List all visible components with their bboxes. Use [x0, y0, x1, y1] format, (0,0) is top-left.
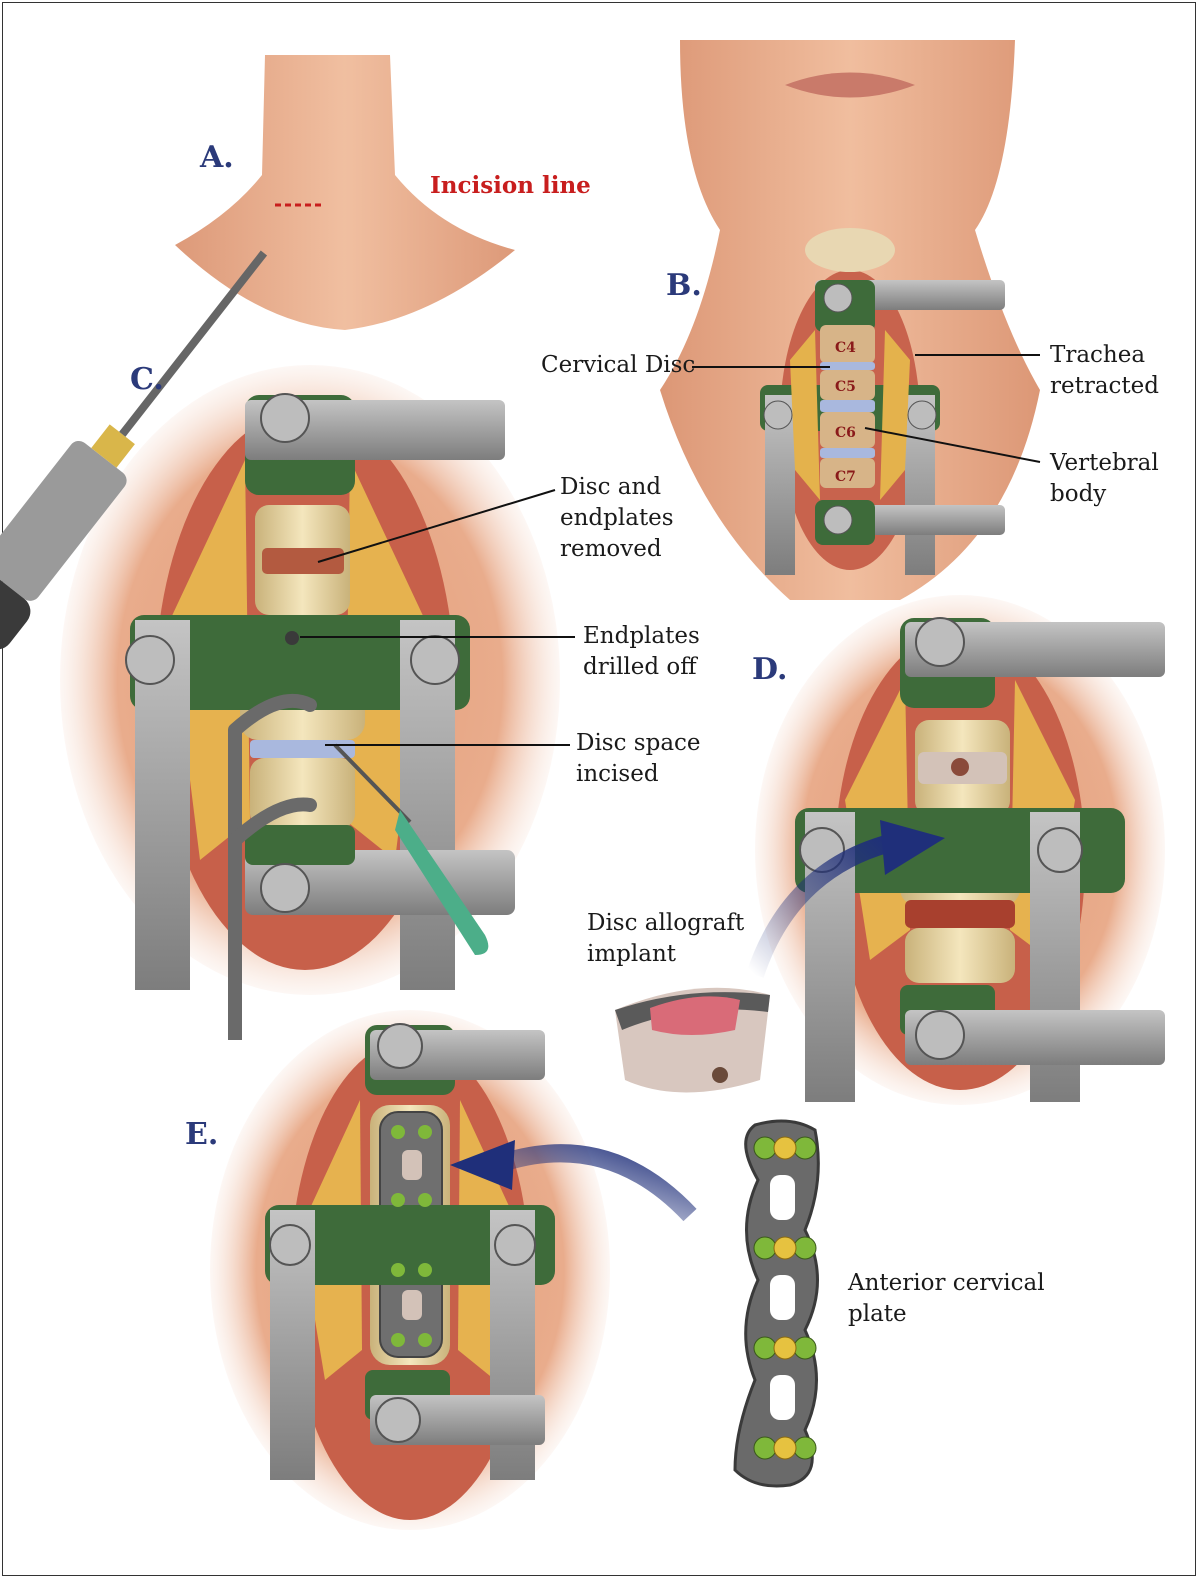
endplates-drilled-label: Endplates drilled off — [583, 623, 700, 680]
trachea-retracted-label: Trachea retracted — [1050, 342, 1160, 399]
panel-d-allograft — [615, 595, 1165, 1105]
panel-c-discectomy — [0, 250, 575, 1040]
vertebra-label-c6: C6 — [835, 425, 856, 441]
vertebra-label-c4: C4 — [835, 340, 856, 356]
disc-removed-label: Disc and endplates removed — [560, 474, 674, 562]
allograft-label: Disc allograft implant — [587, 910, 745, 967]
panel-label-a: A. — [200, 140, 234, 175]
panel-label-c: C. — [130, 362, 164, 397]
panel-label-d: D. — [752, 652, 788, 687]
incision-line-label: Incision line — [430, 172, 591, 199]
panel-b-exposure: C4 C5 C6 C7 — [660, 40, 1041, 600]
panel-e-plate — [210, 1010, 820, 1530]
panel-label-e: E. — [185, 1117, 219, 1152]
panel-label-b: B. — [666, 268, 702, 303]
anterior-cervical-plate-figure — [733, 1119, 820, 1488]
vertebra-label-c5: C5 — [835, 379, 856, 395]
anterior-cervical-plate-label: Anterior cervical plate — [848, 1270, 1045, 1327]
vertebra-label-c7: C7 — [835, 469, 856, 485]
vertebral-body-label: Vertebral body — [1050, 450, 1159, 507]
disc-incised-label: Disc space incised — [576, 730, 701, 787]
cervical-disc-label: Cervical Disc — [541, 352, 696, 378]
